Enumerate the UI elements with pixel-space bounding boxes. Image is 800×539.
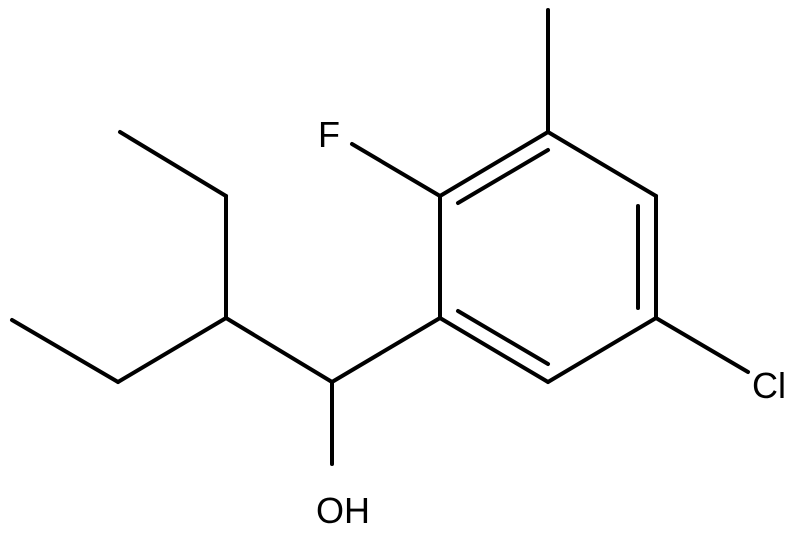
hydroxyl-label: OH	[316, 490, 370, 531]
bond-ethyl-lower-ch2	[116, 316, 228, 384]
bond-ethyl-upper-ch3	[118, 130, 228, 198]
ring-bond-c5-c6	[546, 316, 658, 384]
bonds	[10, 8, 750, 466]
ring-double-c2-c3	[456, 148, 550, 205]
ring-bond-c2-c3	[438, 130, 550, 198]
ring-bond-c6-c1	[438, 316, 550, 384]
atom-labels: F Cl OH	[316, 114, 786, 531]
fluorine-label: F	[318, 114, 340, 155]
bond-ch-carbinol	[224, 316, 334, 384]
bond-carbinol-ring	[330, 316, 442, 384]
bond-ethyl-lower-ch3	[10, 318, 120, 384]
bond-ring-chlorine	[654, 316, 750, 374]
bond-ring-fluorine	[350, 142, 442, 198]
ring-double-c6-c1	[456, 309, 550, 366]
ring-bond-c3-c4	[546, 130, 658, 198]
chlorine-label: Cl	[752, 365, 786, 406]
